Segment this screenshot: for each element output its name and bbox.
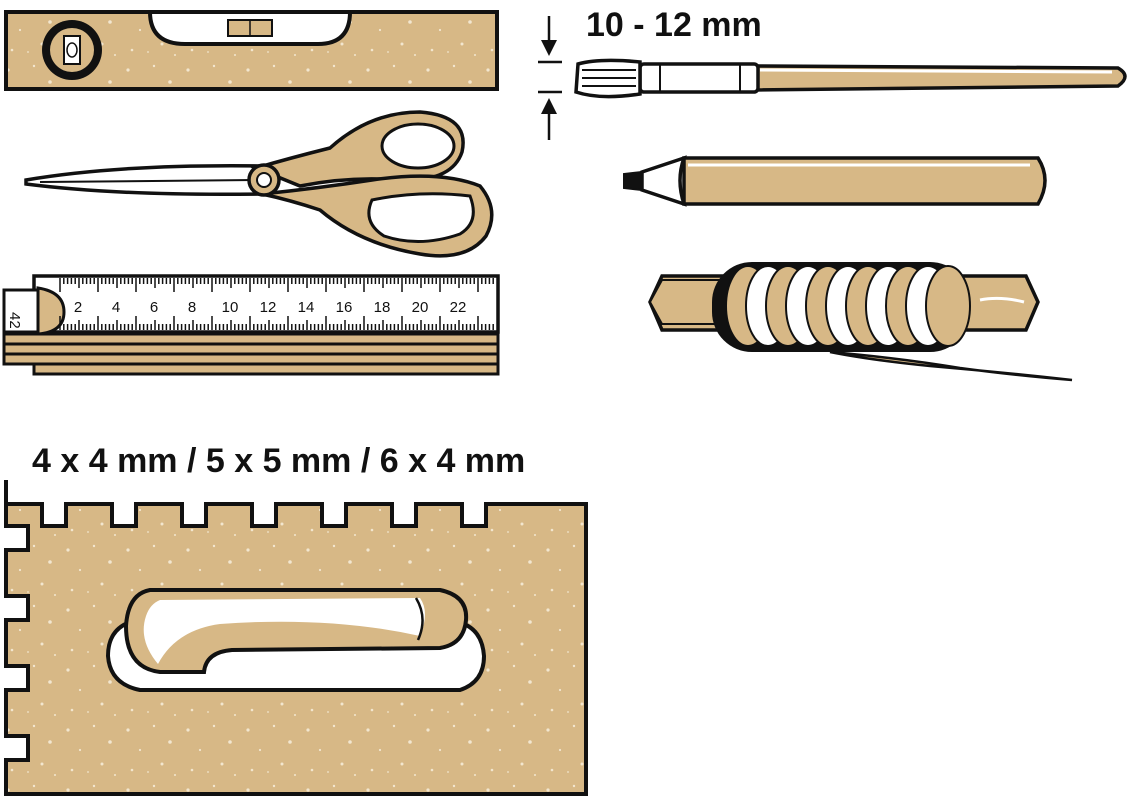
ruler-number: 8 bbox=[188, 299, 196, 316]
carpenter-pencil-icon bbox=[623, 155, 1047, 207]
ruler-number: 22 bbox=[450, 299, 467, 316]
paint-brush-icon bbox=[574, 58, 1127, 99]
ruler-number: 4 bbox=[112, 299, 120, 316]
brush-size-label: 10 - 12 mm bbox=[586, 6, 762, 44]
notch-sizes-label: 4 x 4 mm / 5 x 5 mm / 6 x 4 mm bbox=[32, 442, 525, 480]
notched-trowel-icon bbox=[4, 480, 588, 796]
ruler-number: 2 bbox=[74, 299, 82, 316]
ruler-number: 6 bbox=[150, 299, 158, 316]
spirit-level-icon bbox=[4, 10, 499, 91]
scissors-icon bbox=[24, 110, 494, 258]
ruler-number: 12 bbox=[260, 299, 277, 316]
ruler-number: 16 bbox=[336, 299, 353, 316]
ruler-number: 14 bbox=[298, 299, 315, 316]
ruler-number: 10 bbox=[222, 299, 239, 316]
ruler-folded-number: 42 bbox=[6, 312, 23, 329]
dimension-arrows-icon bbox=[538, 16, 562, 140]
ruler-number: 20 bbox=[412, 299, 429, 316]
string-line-reel-icon bbox=[648, 262, 1073, 382]
ruler-number: 18 bbox=[374, 299, 391, 316]
